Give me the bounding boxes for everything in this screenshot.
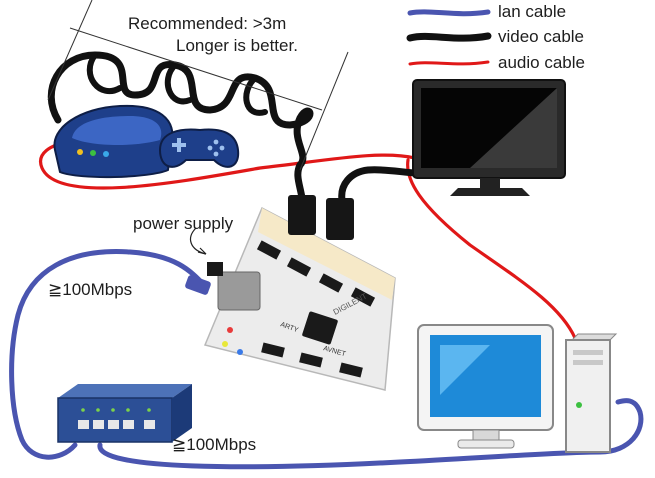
- legend-lan-swatch: [407, 9, 491, 17]
- legend-video-label: video cable: [498, 27, 585, 46]
- legend-audio-label: audio cable: [498, 53, 585, 72]
- video-cable-coil-detail: [86, 52, 268, 116]
- legend-video-swatch: [406, 32, 492, 42]
- power-supply-label: power supply: [133, 214, 234, 233]
- lan-cable: [9, 249, 644, 470]
- legend-lan-label: lan cable: [498, 2, 567, 21]
- board-speed-label: ≧100Mbps: [48, 280, 133, 299]
- arty-board: DIGILENT AVNET ARTY: [203, 195, 396, 391]
- gamepad: [158, 128, 240, 168]
- game-console: [53, 104, 174, 179]
- monitor: [412, 79, 566, 196]
- pc-monitor: [417, 324, 554, 449]
- lan-plug: [185, 275, 211, 295]
- length-dimension: [47, 0, 349, 171]
- legend-audio-swatch: [408, 60, 490, 66]
- network-switch: [57, 384, 192, 443]
- switch-speed-label: ≧100Mbps: [172, 435, 257, 454]
- video-cable: [47, 51, 314, 202]
- cable-length-label-line1: Recommended: >3m: [128, 14, 287, 33]
- cable-length-label-line2: Longer is better.: [176, 36, 298, 55]
- pc-tower: [565, 333, 618, 453]
